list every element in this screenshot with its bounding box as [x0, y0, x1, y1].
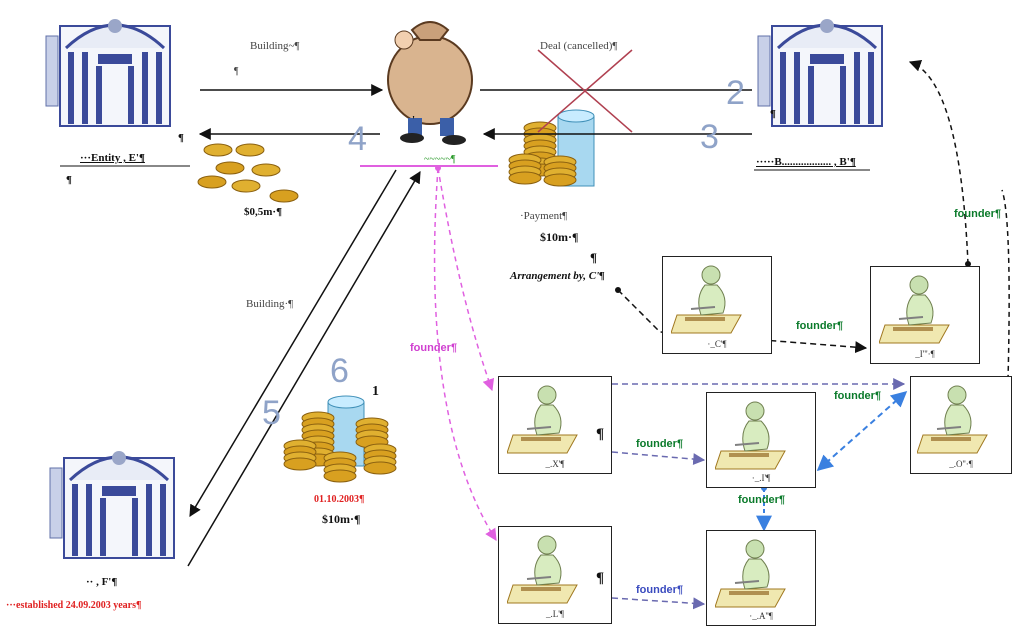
person-box-bottom-center-label: ·_.A''¶ [749, 611, 773, 621]
label-amount-10b: $10m·¶ [322, 512, 361, 526]
building-entity-f-icon [48, 449, 176, 560]
building-entity-e-icon [44, 17, 172, 128]
pilcrow-mark: ¶ [596, 426, 605, 442]
founder-label-right-vertical: founder¶ [954, 208, 1002, 220]
coin-stack-payment-icon [508, 109, 595, 187]
pilcrow-mark: ¶ [596, 570, 605, 586]
founder-label-mid-right: founder¶ [834, 390, 882, 402]
step-number-6: 6 [330, 352, 349, 390]
step-number-4: 4 [348, 120, 367, 158]
person-at-desk-icon [715, 401, 786, 470]
label-entity-e: ···Entity , E'¶ [80, 152, 145, 164]
person-at-desk-icon [917, 385, 988, 454]
step-number-1: 1 [372, 384, 379, 399]
tick-mark: ' [412, 114, 416, 126]
label-amount-10: $10m·¶ [540, 230, 579, 244]
label-building-left: Building·¶ [246, 298, 294, 310]
founder-label-mid-left: founder¶ [636, 438, 684, 450]
money-bag-character-icon [387, 21, 473, 145]
person-box-bottom-center: ·_.A''¶ [706, 530, 816, 626]
person-box-bottom-left: _.L'¶ [498, 526, 612, 624]
pilcrow-mark: ¶ [770, 108, 776, 120]
small-coins-icon [197, 143, 299, 203]
person-box-far-right: _.O''·¶ [910, 376, 1012, 474]
label-entity-b: ·····B.................. , B'¶ [756, 156, 856, 168]
pilcrow-mark: ¶ [590, 250, 598, 265]
step-number-5: 5 [262, 394, 281, 432]
label-deal-cancelled: Deal (cancelled)¶ [540, 40, 618, 52]
person-box-center-mid-label: ·_.I'¶ [751, 473, 771, 483]
person-box-c: ·_C'¶ [662, 256, 772, 354]
pilcrow-mark: ¶ [178, 132, 184, 144]
pilcrow-mark: ¶ [234, 66, 239, 77]
building-entity-b-icon [756, 17, 884, 128]
founder-label-bottom: founder¶ [636, 584, 684, 596]
person-box-left-mid: _.X'¶ [498, 376, 612, 474]
person-box-top-right: _I'''·¶ [870, 266, 980, 364]
person-at-desk-icon [671, 265, 742, 334]
person-box-top-right-label: _I'''·¶ [915, 349, 935, 359]
person-at-desk-icon [715, 539, 786, 608]
person-at-desk-icon [879, 275, 950, 344]
founder-label-pink: founder¶ [410, 342, 458, 354]
label-bottom-note: ···established 24.09.2003 years¶ [6, 600, 142, 611]
founder-label-center-down: founder¶ [738, 494, 786, 506]
label-arrangement-c: Arrangement by, C'¶ [510, 270, 605, 282]
person-box-left-mid-label: _.X'¶ [545, 459, 565, 469]
step-number-2: 2 [726, 74, 745, 112]
label-wave: ~~~~~¶ [424, 154, 456, 165]
label-entity-f: ·· , F'¶ [86, 576, 118, 588]
founder-label-top-mid: founder¶ [796, 320, 844, 332]
person-at-desk-icon [507, 535, 578, 604]
person-box-bottom-left-label: _.L'¶ [546, 609, 564, 619]
label-amount-05: $0,5m·¶ [244, 206, 283, 218]
person-box-c-label: ·_C'¶ [707, 339, 727, 349]
label-building-top: Building~¶ [250, 40, 300, 52]
label-payment: ·Payment¶ [520, 210, 568, 222]
pilcrow-mark: ¶ [66, 174, 72, 186]
person-box-far-right-label: _.O''·¶ [949, 459, 973, 469]
label-date-red: 01.10.2003¶ [314, 494, 365, 505]
step-number-3: 3 [700, 118, 719, 156]
person-at-desk-icon [507, 385, 578, 454]
coin-stack-f-icon [283, 395, 397, 483]
person-box-center-mid: ·_.I'¶ [706, 392, 816, 488]
